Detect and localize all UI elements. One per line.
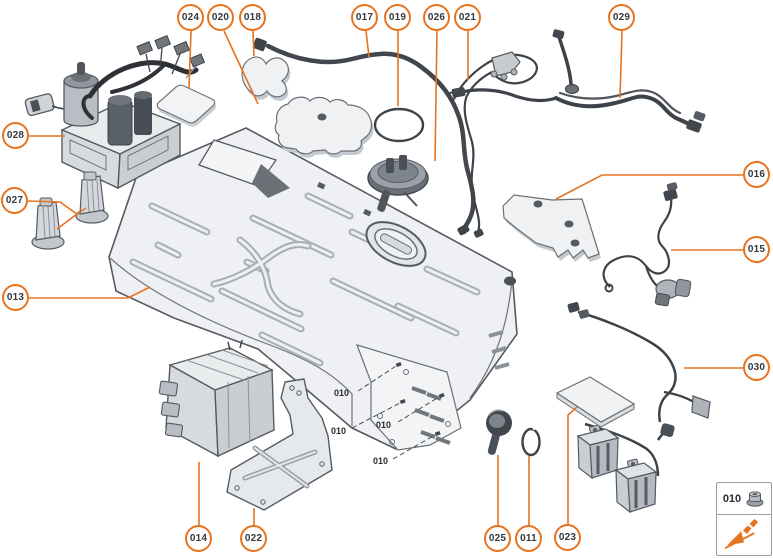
pump-connector <box>24 93 55 117</box>
callout-021[interactable]: 021 <box>454 4 481 31</box>
foam-018-drawing <box>241 56 291 101</box>
harness-021-drawing <box>447 51 558 238</box>
clip-011-drawing <box>521 424 541 457</box>
pad-024-drawing <box>156 84 217 127</box>
callout-027[interactable]: 027 <box>1 187 28 214</box>
bracket-022-drawing <box>226 378 333 511</box>
fastener-callout: 010 <box>331 426 347 436</box>
callout-028[interactable]: 028 <box>2 122 29 149</box>
fastener-callout: 010 <box>334 388 350 398</box>
callout-026[interactable]: 026 <box>423 4 450 31</box>
fastener-legend: 010 <box>716 482 772 556</box>
pipes-029-drawing <box>552 29 706 133</box>
mounting-feet-drawing <box>31 171 109 250</box>
callout-018[interactable]: 018 <box>239 4 266 31</box>
callout-016[interactable]: 016 <box>743 161 770 188</box>
callout-029[interactable]: 029 <box>608 4 635 31</box>
fastener-legend-row: 010 <box>717 483 771 515</box>
foam-020-drawing <box>274 96 374 158</box>
callout-022[interactable]: 022 <box>240 525 267 552</box>
callout-015[interactable]: 015 <box>743 236 770 263</box>
callout-030[interactable]: 030 <box>743 354 770 381</box>
fastener-code: 010 <box>722 492 742 505</box>
callout-014[interactable]: 014 <box>185 525 212 552</box>
harness-030-drawing <box>567 302 711 514</box>
oring-019-drawing <box>373 107 425 143</box>
fastener-legend-direction <box>717 515 771 554</box>
cap-025-drawing <box>486 409 512 455</box>
flange-026-drawing <box>367 155 429 212</box>
callout-020[interactable]: 020 <box>207 4 234 31</box>
fuel-tank-drawing <box>108 127 518 451</box>
callout-024[interactable]: 024 <box>177 4 204 31</box>
callout-017[interactable]: 017 <box>351 4 378 31</box>
fastener-callout: 010 <box>373 456 389 466</box>
fastener-callout: 010 <box>376 420 392 430</box>
harness-015-drawing <box>602 182 692 307</box>
callout-023[interactable]: 023 <box>554 524 581 551</box>
foam-016-drawing <box>502 194 601 262</box>
front-direction-arrow-icon <box>724 518 759 549</box>
callout-019[interactable]: 019 <box>384 4 411 31</box>
pad-023-drawing <box>555 376 636 428</box>
canister-014-drawing <box>158 339 275 458</box>
hex-nut-icon <box>746 490 764 507</box>
fuel-pump-module-drawing <box>24 35 206 190</box>
hose-017-drawing <box>252 37 476 236</box>
callout-013[interactable]: 013 <box>2 284 29 311</box>
callout-leader-lines <box>27 30 744 526</box>
callout-011[interactable]: 011 <box>515 525 542 552</box>
fastener-leader-lines <box>351 365 440 460</box>
callout-025[interactable]: 025 <box>484 525 511 552</box>
